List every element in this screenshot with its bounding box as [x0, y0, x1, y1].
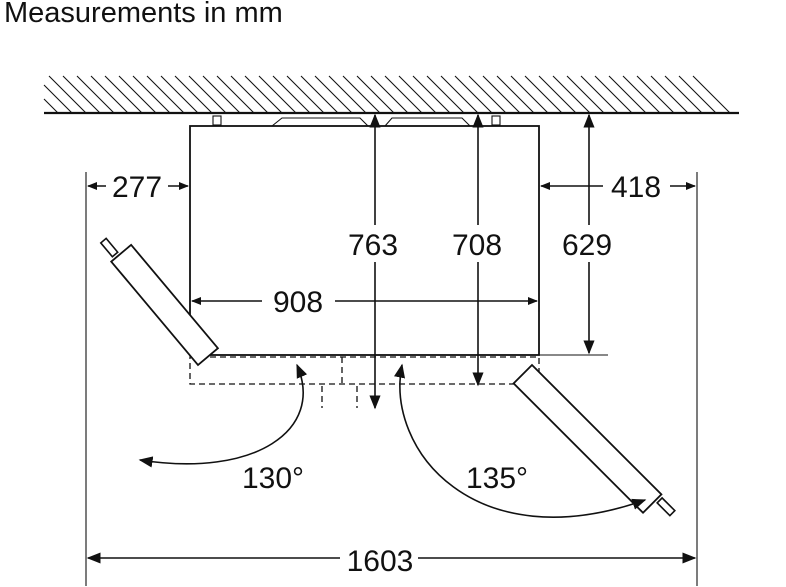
- dim-cabinet-depth-label: 629: [562, 229, 612, 262]
- closed-doors-outline: [189, 356, 540, 408]
- wall-hatch-line: [580, 75, 619, 114]
- wall-hatch-line: [482, 75, 521, 114]
- dim-cabinet-depth: 629: [562, 113, 612, 355]
- wall-hatch-line: [412, 75, 451, 114]
- dim-total-width-label: 1603: [347, 545, 414, 578]
- wall-hatch-line: [594, 75, 633, 114]
- top-hinge-fittings: [205, 115, 520, 127]
- wall-hatch-line: [188, 75, 227, 114]
- wall-hatch-line: [678, 75, 717, 114]
- wall-hatch-line: [552, 75, 591, 114]
- dim-body-width-label: 908: [273, 286, 323, 319]
- wall-hatch-line: [328, 75, 367, 114]
- wall-hatch-line: [608, 75, 647, 114]
- left-open-door: [99, 237, 220, 367]
- wall-hatch-line: [692, 75, 731, 114]
- wall-hatch-line: [62, 75, 101, 114]
- wall-hatch-line: [216, 75, 255, 114]
- dim-right-clearance-label: 418: [611, 171, 661, 204]
- wall-hatch-line: [230, 75, 269, 114]
- wall-hatch-line: [636, 75, 675, 114]
- wall-hatch-line: [202, 75, 241, 114]
- left-door-angle-label: 130°: [242, 462, 304, 495]
- wall: [43, 75, 739, 115]
- wall-hatch-line: [384, 75, 423, 114]
- dim-total-width: 1603: [86, 545, 697, 578]
- dim-body-width: 908: [191, 286, 538, 319]
- wall-hatch-line: [160, 75, 199, 114]
- wall-hatch-line: [300, 75, 339, 114]
- wall-hatch-line: [43, 84, 73, 114]
- wall-hatch-line: [132, 75, 171, 114]
- wall-hatch-line: [370, 75, 409, 114]
- wall-hatch-line: [342, 75, 381, 114]
- left-door-angle: 130°: [138, 363, 308, 495]
- wall-hatch-line: [356, 75, 395, 114]
- wall-hatch-line: [174, 75, 213, 114]
- wall-hatch-line: [104, 75, 143, 114]
- wall-hatch-line: [538, 75, 577, 114]
- wall-hatch-line: [43, 98, 59, 114]
- wall-hatch-line: [118, 75, 157, 114]
- wall-hatch-line: [48, 75, 87, 114]
- wall-hatch-line: [314, 75, 353, 114]
- wall-hatch-line: [510, 75, 549, 114]
- dim-left-clearance: 277: [87, 171, 189, 204]
- wall-hatch-line: [426, 75, 465, 114]
- right-door-angle: 135°: [394, 363, 647, 518]
- wall-hatch-line: [650, 75, 689, 114]
- wall-hatch-line: [524, 75, 563, 114]
- wall-hatch-line: [566, 75, 605, 114]
- wall-hatch-line: [272, 75, 311, 114]
- wall-hatch-line: [258, 75, 297, 114]
- wall-hatch-line: [468, 75, 507, 114]
- wall-hatching: [43, 75, 731, 114]
- extension-lines: [85, 172, 698, 586]
- wall-hatch-line: [496, 75, 535, 114]
- dim-body-depth-label: 708: [452, 229, 502, 262]
- refrigerator-body: [189, 125, 540, 356]
- right-door-angle-label: 135°: [466, 462, 528, 495]
- diagram-title: Measurements in mm: [4, 0, 283, 29]
- dim-depth-with-handles-label: 763: [348, 229, 398, 262]
- wall-hatch-line: [146, 75, 185, 114]
- wall-hatch-line: [90, 75, 129, 114]
- wall-hatch-line: [398, 75, 437, 114]
- wall-hatch-line: [286, 75, 325, 114]
- wall-hatch-line: [454, 75, 493, 114]
- wall-hatch-line: [244, 75, 283, 114]
- wall-hatch-line: [76, 75, 115, 114]
- right-open-door: [512, 363, 676, 517]
- dim-depth-with-handles: 763: [348, 113, 398, 410]
- dim-left-clearance-label: 277: [112, 171, 162, 204]
- dim-right-clearance: 418: [540, 171, 696, 204]
- wall-hatch-line: [622, 75, 661, 114]
- wall-hatch-line: [440, 75, 479, 114]
- wall-hatch-line: [664, 75, 703, 114]
